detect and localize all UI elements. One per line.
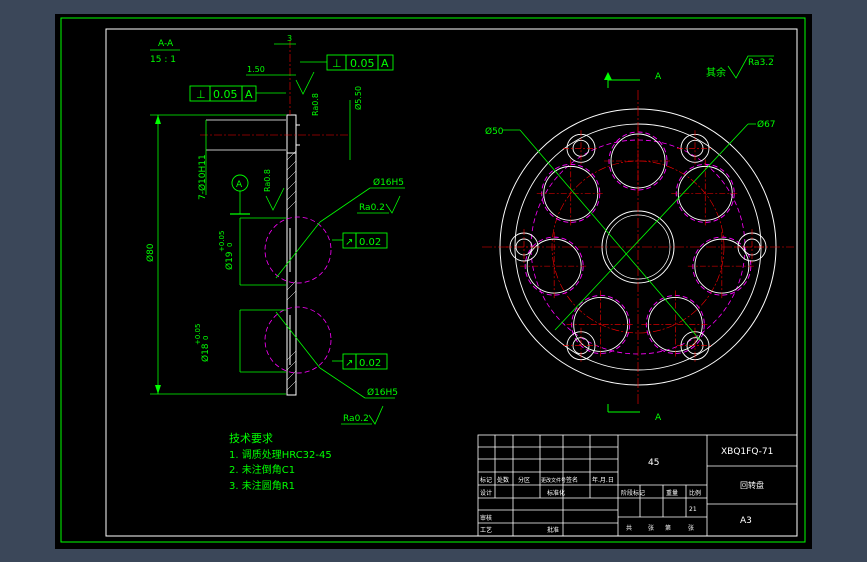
tolerance-frame-top: ⊥ 0.05 A [300,54,394,71]
part-name: 回转盘 [740,480,764,490]
section-view-label: A-A [158,39,174,49]
svg-text:0.02: 0.02 [359,358,381,369]
sheet-size: A3 [740,516,752,526]
tech-req-item: 3. 未注圆角R1 [229,479,295,492]
tech-req-item: 2. 未注倒角C1 [229,463,295,476]
tech-req-title: 技术要求 [229,432,273,445]
roughness-upper: Ra0.2 [359,203,385,213]
dim-bore-lower-tol-lower: 0 [202,336,210,340]
svg-text:⊥: ⊥ [196,88,206,101]
header-cell: 标记 [480,476,492,484]
dim-small-dia: Ø5.50 [353,86,363,110]
material: 45 [648,458,659,468]
other-roughness-label: 其余 [706,66,726,79]
dim-thickness: 3 [287,34,292,43]
dim-outer: Ø67 [757,119,776,130]
sphere-lower-circle [264,306,332,374]
runout-frame-lower: ↗ 0.02 [332,353,388,370]
roughness-symbol-mid [265,187,285,211]
runout-frame-upper: ↗ 0.02 [332,232,388,249]
outer-border [60,17,806,543]
roughness-lower: Ra0.2 [343,414,369,424]
roughness-mid: Ra0.8 [263,169,272,192]
row-review: 审核 [480,514,492,522]
sphere-lower-label: Ø16H5 [367,387,398,398]
svg-text:A: A [381,57,389,70]
sheet-label: 共 [626,524,632,532]
datum-label: A [236,180,243,190]
section-mark-bottom: A [655,413,662,423]
stage-label: 重量 [666,489,678,497]
svg-text:↗: ↗ [345,358,353,369]
row-approve: 批准 [547,526,559,534]
dim-bore-upper: Ø19 [224,251,235,270]
stage-label: 阶段标记 [621,489,645,497]
title-block-text: 45 XBQ1FQ-71 回转盘 A3 21 标记 处数 分区 更改文件号 签名… [480,447,773,534]
quantity: 21 [689,506,697,513]
svg-text:↗: ↗ [345,237,353,248]
dim-bore-upper-tol: +0.05 [218,231,226,252]
svg-text:0.05: 0.05 [213,88,238,101]
row-standard: 标准化 [547,489,565,497]
plan-view: A A Ø50 Ø67 其余 Ra3.2 [482,55,794,423]
title-block [477,434,798,537]
tech-req-item: 1. 调质处理HRC32-45 [229,449,332,461]
other-roughness: Ra3.2 [748,58,774,68]
roughness-top: Ra0.8 [311,93,320,116]
drawing-canvas [55,14,812,549]
svg-text:A: A [245,88,253,101]
section-view: A-A 15 : 1 [145,34,405,425]
sheet-label: 第 [665,524,671,532]
hole-callout: 7-Ø10H11 [197,154,208,200]
section-hatching [286,150,297,391]
stage-label: 比例 [689,489,701,497]
drawing-number: XBQ1FQ-71 [721,447,773,457]
row-process: 工艺 [480,526,492,534]
sheet-label: 张 [688,524,694,532]
sheet-label: 张 [648,524,654,532]
dim-pcd: Ø50 [485,126,504,137]
svg-text:0.02: 0.02 [359,237,381,248]
row-design: 设计 [480,489,492,497]
svg-text:0.05: 0.05 [350,57,375,70]
tolerance-frame-left: ⊥ 0.05 A [189,85,286,102]
header-cell: 签名 [566,476,578,484]
roughness-symbol-other [727,55,774,79]
header-cell: 更改文件号 [541,477,566,484]
inner-border [105,28,798,537]
dim-height: Ø80 [145,243,156,262]
section-view-scale: 15 : 1 [150,55,176,65]
header-cell: 年.月.日 [592,476,614,484]
dim-bore-upper-tol-lower: 0 [226,243,234,247]
dim-offset: 1.50 [247,65,265,74]
dim-bore-lower-tol: +0.05 [194,324,202,345]
sphere-upper-circle [264,216,332,284]
header-cell: 分区 [518,476,530,484]
roughness-symbol-top [295,71,315,95]
sphere-upper-label: Ø16H5 [373,177,404,188]
svg-text:⊥: ⊥ [332,57,342,70]
header-cell: 处数 [497,476,509,484]
section-mark-top: A [655,72,662,82]
dim-bore-lower: Ø18 [200,343,211,362]
tech-requirements: 技术要求 1. 调质处理HRC32-45 2. 未注倒角C1 3. 未注圆角R1 [229,432,332,492]
